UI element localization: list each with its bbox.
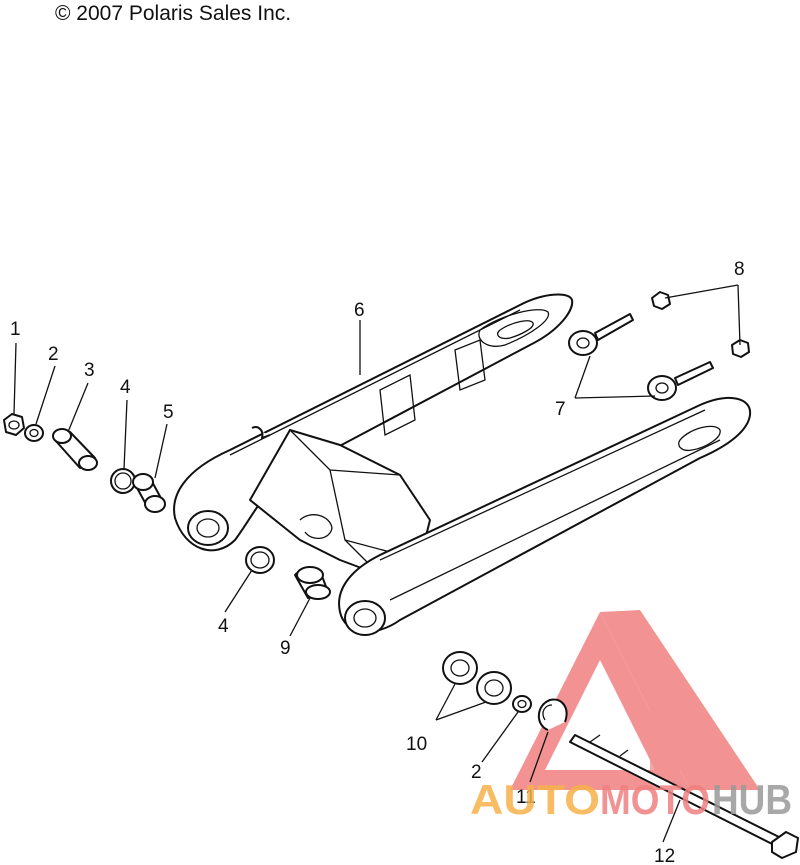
callout-12: 12 bbox=[654, 846, 675, 865]
shock-nut-upper bbox=[651, 291, 671, 310]
leader-lines bbox=[13, 284, 741, 843]
copyright-text: © 2007 Polaris Sales Inc. bbox=[55, 2, 292, 25]
callout-9: 9 bbox=[280, 638, 291, 659]
pivot-nut-left bbox=[3, 413, 25, 436]
callout-labels: 1 2 3 4 5 6 7 8 4 9 10 2 11 12 bbox=[10, 259, 745, 865]
callout-11: 11 bbox=[516, 787, 536, 808]
washer-right bbox=[512, 695, 532, 713]
washer-left bbox=[24, 424, 44, 442]
seal-ring-left bbox=[110, 468, 136, 494]
seal-ring-lower bbox=[245, 546, 275, 574]
watermark-text-auto: AUTO bbox=[470, 776, 600, 823]
watermark-text-hub: HUB bbox=[712, 776, 792, 823]
callout-4: 4 bbox=[120, 377, 131, 398]
watermark-logo bbox=[510, 610, 760, 790]
bearing-pair bbox=[442, 651, 512, 705]
pivot-bushing bbox=[294, 566, 331, 600]
callout-10: 10 bbox=[406, 734, 427, 755]
watermark-text-moto: MOTO bbox=[600, 776, 710, 823]
shock-bolt-upper bbox=[568, 313, 634, 356]
callout-2: 2 bbox=[48, 344, 59, 365]
callout-2b: 2 bbox=[471, 762, 482, 783]
pivot-bolt bbox=[569, 734, 799, 859]
callout-3: 3 bbox=[84, 360, 95, 381]
bearing-sleeve-left bbox=[132, 473, 166, 513]
snap-ring bbox=[537, 698, 568, 731]
shock-bolt-lower bbox=[647, 361, 714, 401]
callout-5: 5 bbox=[163, 402, 174, 423]
callout-6: 6 bbox=[354, 300, 365, 321]
swingarm-frame bbox=[173, 293, 752, 636]
callout-7: 7 bbox=[555, 399, 566, 420]
callout-1: 1 bbox=[10, 319, 21, 340]
watermark-text: AUTO MOTO HUB bbox=[470, 776, 792, 823]
bushing-sleeve bbox=[52, 428, 98, 471]
callout-4b: 4 bbox=[218, 616, 229, 637]
callout-8: 8 bbox=[734, 259, 745, 280]
